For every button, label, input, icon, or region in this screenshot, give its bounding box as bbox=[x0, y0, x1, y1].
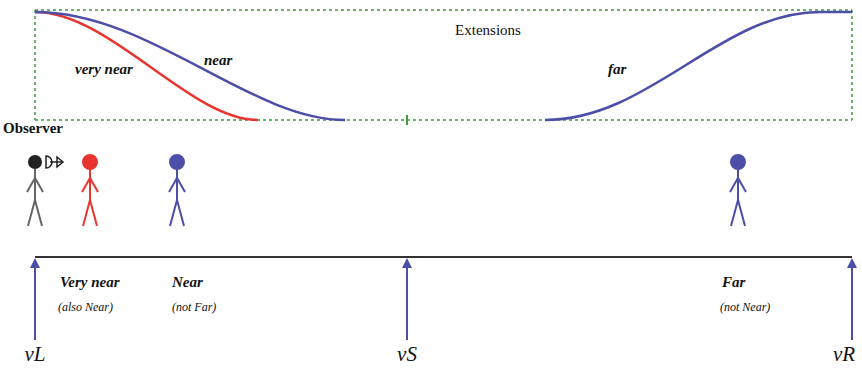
axis bbox=[35, 256, 852, 258]
value-label: vL bbox=[25, 344, 46, 365]
observer-label: Observer bbox=[3, 121, 63, 136]
far-figure bbox=[730, 155, 746, 226]
position-label: Very near bbox=[60, 275, 120, 290]
value-label: vR bbox=[833, 344, 855, 365]
position-label: Near bbox=[172, 275, 203, 290]
observer-figure bbox=[27, 155, 63, 226]
position-note: (not Far) bbox=[172, 301, 216, 313]
very-near-figure bbox=[82, 155, 98, 226]
curve-label: very near bbox=[75, 62, 133, 77]
extension-frame bbox=[35, 10, 852, 120]
near-figure bbox=[169, 155, 185, 226]
curve-label: far bbox=[608, 62, 626, 77]
plot-title: Extensions bbox=[455, 23, 521, 38]
curve-label: near bbox=[204, 53, 232, 68]
position-label: Far bbox=[722, 275, 745, 290]
far-curve bbox=[545, 12, 852, 120]
position-note: (also Near) bbox=[58, 301, 113, 313]
value-arrows bbox=[30, 258, 857, 340]
tick bbox=[406, 115, 408, 125]
position-note: (not Near) bbox=[720, 301, 770, 313]
near-curve bbox=[35, 12, 345, 120]
very-near-curve bbox=[35, 12, 258, 120]
value-label: vS bbox=[397, 344, 417, 365]
